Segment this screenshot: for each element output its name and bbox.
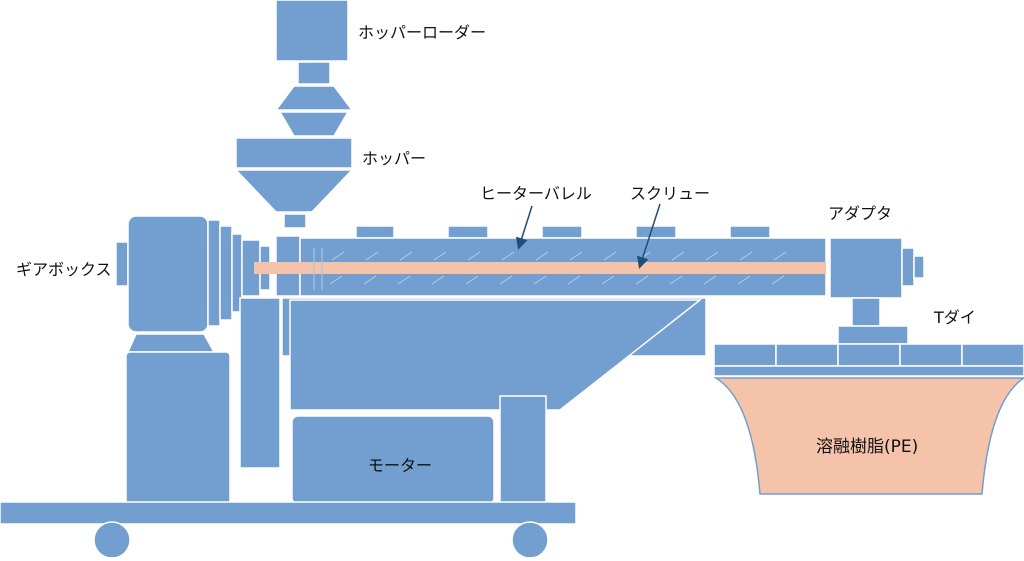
machine-bed [0,501,577,525]
t-die-segment-4 [899,343,963,367]
hopper-loader-label: ホッパーローダー [358,23,487,42]
gearbox-shaft [115,241,129,287]
t-die-segment-3 [837,343,901,367]
heater-band-5 [729,225,771,239]
adapter-cap [901,247,915,287]
heater-band-3 [541,225,583,239]
gearbox-stand [125,351,231,505]
wheel-right [511,521,549,559]
adapter-cap-2 [913,255,925,279]
t-die-label: Tダイ [934,308,976,327]
hopper-cone [234,169,354,213]
hopper-loader-neck [297,61,331,85]
screw-label: スクリュー [630,184,711,203]
adapter-label: アダプタ [828,204,893,223]
adapter-body [829,237,903,299]
hopper-loader-body [275,0,349,62]
adapter-neck [851,297,881,327]
base-leg-left [239,297,281,469]
t-die-segment-5 [961,343,1024,367]
gearbox-body [127,215,209,333]
hopper-loader-funnel-top [274,85,354,111]
hopper-label: ホッパー [362,149,427,168]
gearbox-mount [126,333,216,353]
hopper-throat [283,213,307,229]
hopper-loader-funnel-bottom [278,111,350,137]
t-die-segment-2 [775,343,839,367]
heater-band-2 [447,225,489,239]
heater-band-4 [635,225,677,239]
t-die-neck [837,325,909,345]
base-leg-right [499,395,547,505]
gearbox-flange-2 [219,225,233,321]
molten-resin-label: 溶融樹脂(PE) [816,437,919,457]
heater-barrel-label: ヒーターバレル [480,184,592,203]
heater-band-1 [355,225,395,239]
screw-arrow [637,203,661,269]
gearbox-flange-1 [207,219,221,327]
hopper-rim [235,137,353,169]
t-die-segment-1 [713,343,777,367]
t-die-lip [713,365,1024,377]
wheel-left [93,521,131,559]
molten-resin-curtain [713,377,1024,495]
base-support [289,299,703,411]
gearbox-label: ギアボックス [16,260,112,279]
heater-barrel-arrow [516,205,533,250]
screw-shaft [254,262,826,274]
motor-label: モーター [368,456,433,475]
